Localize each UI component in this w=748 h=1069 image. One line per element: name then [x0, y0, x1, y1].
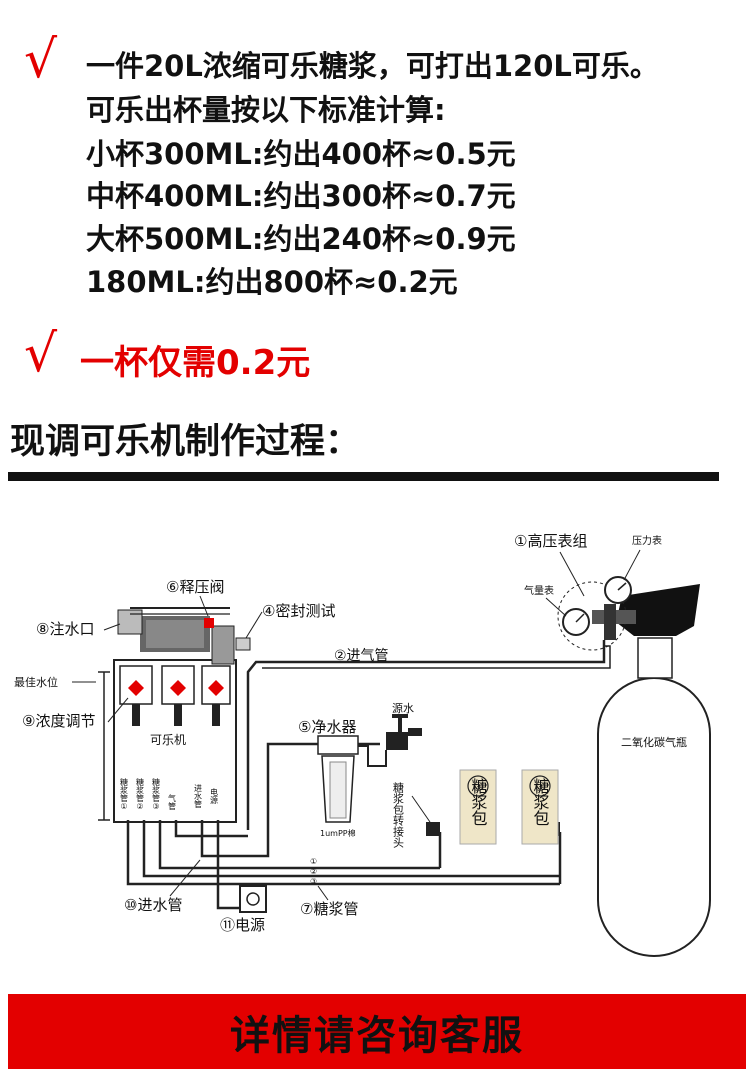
- section-divider: [8, 472, 719, 481]
- gas-inlet-pipe-label: ②进气管: [334, 648, 389, 664]
- port-label-gas: 气管: [168, 793, 177, 811]
- port-label-water: 进水管: [194, 784, 203, 809]
- co2-cylinder: [597, 584, 711, 957]
- relief-valve-label: ⑥释压阀: [166, 578, 224, 596]
- water-inlet-pipe-label: ⑩进水管: [124, 896, 182, 914]
- syrup-bag: [521, 769, 559, 845]
- pressure-meter-label: 压力表: [632, 534, 662, 547]
- syrup-bag-label: 糖浆包: [469, 778, 488, 826]
- syrup-adapter-label: 糖浆包转接头: [392, 781, 405, 848]
- gas-meter-label: 气量表: [524, 584, 554, 597]
- seal-test-label: ④密封测试: [262, 602, 335, 620]
- info-line: 小杯300ML:约出400杯≈0.5元: [86, 137, 516, 171]
- syrup-connector: [426, 822, 440, 836]
- syrup-bag: [459, 769, 497, 845]
- co2-cylinder-label: 二氧化碳气瓶: [621, 735, 687, 749]
- checkmark-icon: √: [24, 30, 58, 90]
- syrup-bag-number: ③: [473, 780, 484, 794]
- info-line: 一件20L浓缩可乐糖浆，可打出120L可乐。: [86, 49, 659, 83]
- power-supply-label: ⑪电源: [220, 916, 265, 934]
- contact-banner[interactable]: 详情请咨询客服: [8, 994, 746, 1069]
- info-line: 中杯400ML:约出300杯≈0.7元: [86, 179, 516, 213]
- price-highlight: 一杯仅需0.2元: [80, 343, 311, 383]
- syrup-pipe-label: ⑦糖浆管: [300, 900, 358, 918]
- cola-machine-body: [113, 659, 237, 823]
- info-line: 大杯500ML:约出240杯≈0.9元: [86, 222, 516, 256]
- source-water-label: 源水: [392, 701, 414, 715]
- cola-machine-diagram: 二氧化碳气瓶 ①高压表组 压力表 气量表 ②进气管: [14, 532, 711, 957]
- water-inlet-port-label: ⑧注水口: [36, 620, 94, 638]
- concentration-adjust-label: ⑨浓度调节: [22, 712, 95, 730]
- best-water-level-label: 最佳水位: [14, 675, 58, 689]
- water-purifier-label: ⑤净水器: [298, 718, 356, 736]
- pipe-mark-3: ③: [310, 877, 317, 886]
- pressure-regulator: [557, 576, 636, 651]
- info-line: 可乐出杯量按以下标准计算:: [86, 93, 446, 127]
- tap-icon: [386, 714, 422, 750]
- port-label-power: 电源: [210, 787, 219, 805]
- filter-label: 1umPP棉: [320, 828, 356, 838]
- water-purifier: [317, 735, 359, 823]
- high-pressure-gauge-label: ①高压表组: [514, 532, 587, 550]
- info-line: 180ML:约出800杯≈0.2元: [86, 265, 458, 299]
- port-label-syrup-2: 糖浆管②: [136, 777, 145, 811]
- pipe-mark-2: ②: [310, 867, 317, 876]
- power-socket-icon: [239, 885, 267, 913]
- checkmark-icon: √: [24, 324, 58, 384]
- syrup-bag-number: ③: [535, 780, 546, 794]
- syrup-bag-label: 糖浆包: [531, 778, 550, 826]
- port-label-syrup-3: 糖浆管③: [152, 777, 161, 811]
- cola-machine-label: 可乐机: [150, 733, 186, 747]
- port-label-syrup-1: 糖浆管①: [120, 777, 129, 811]
- contact-banner-text: 详情请咨询客服: [230, 1012, 524, 1059]
- section-title: 现调可乐机制作过程：: [10, 422, 361, 462]
- top-unit: [117, 607, 251, 665]
- pipe-mark-1: ①: [310, 857, 317, 866]
- pipe-bundle: [126, 742, 560, 910]
